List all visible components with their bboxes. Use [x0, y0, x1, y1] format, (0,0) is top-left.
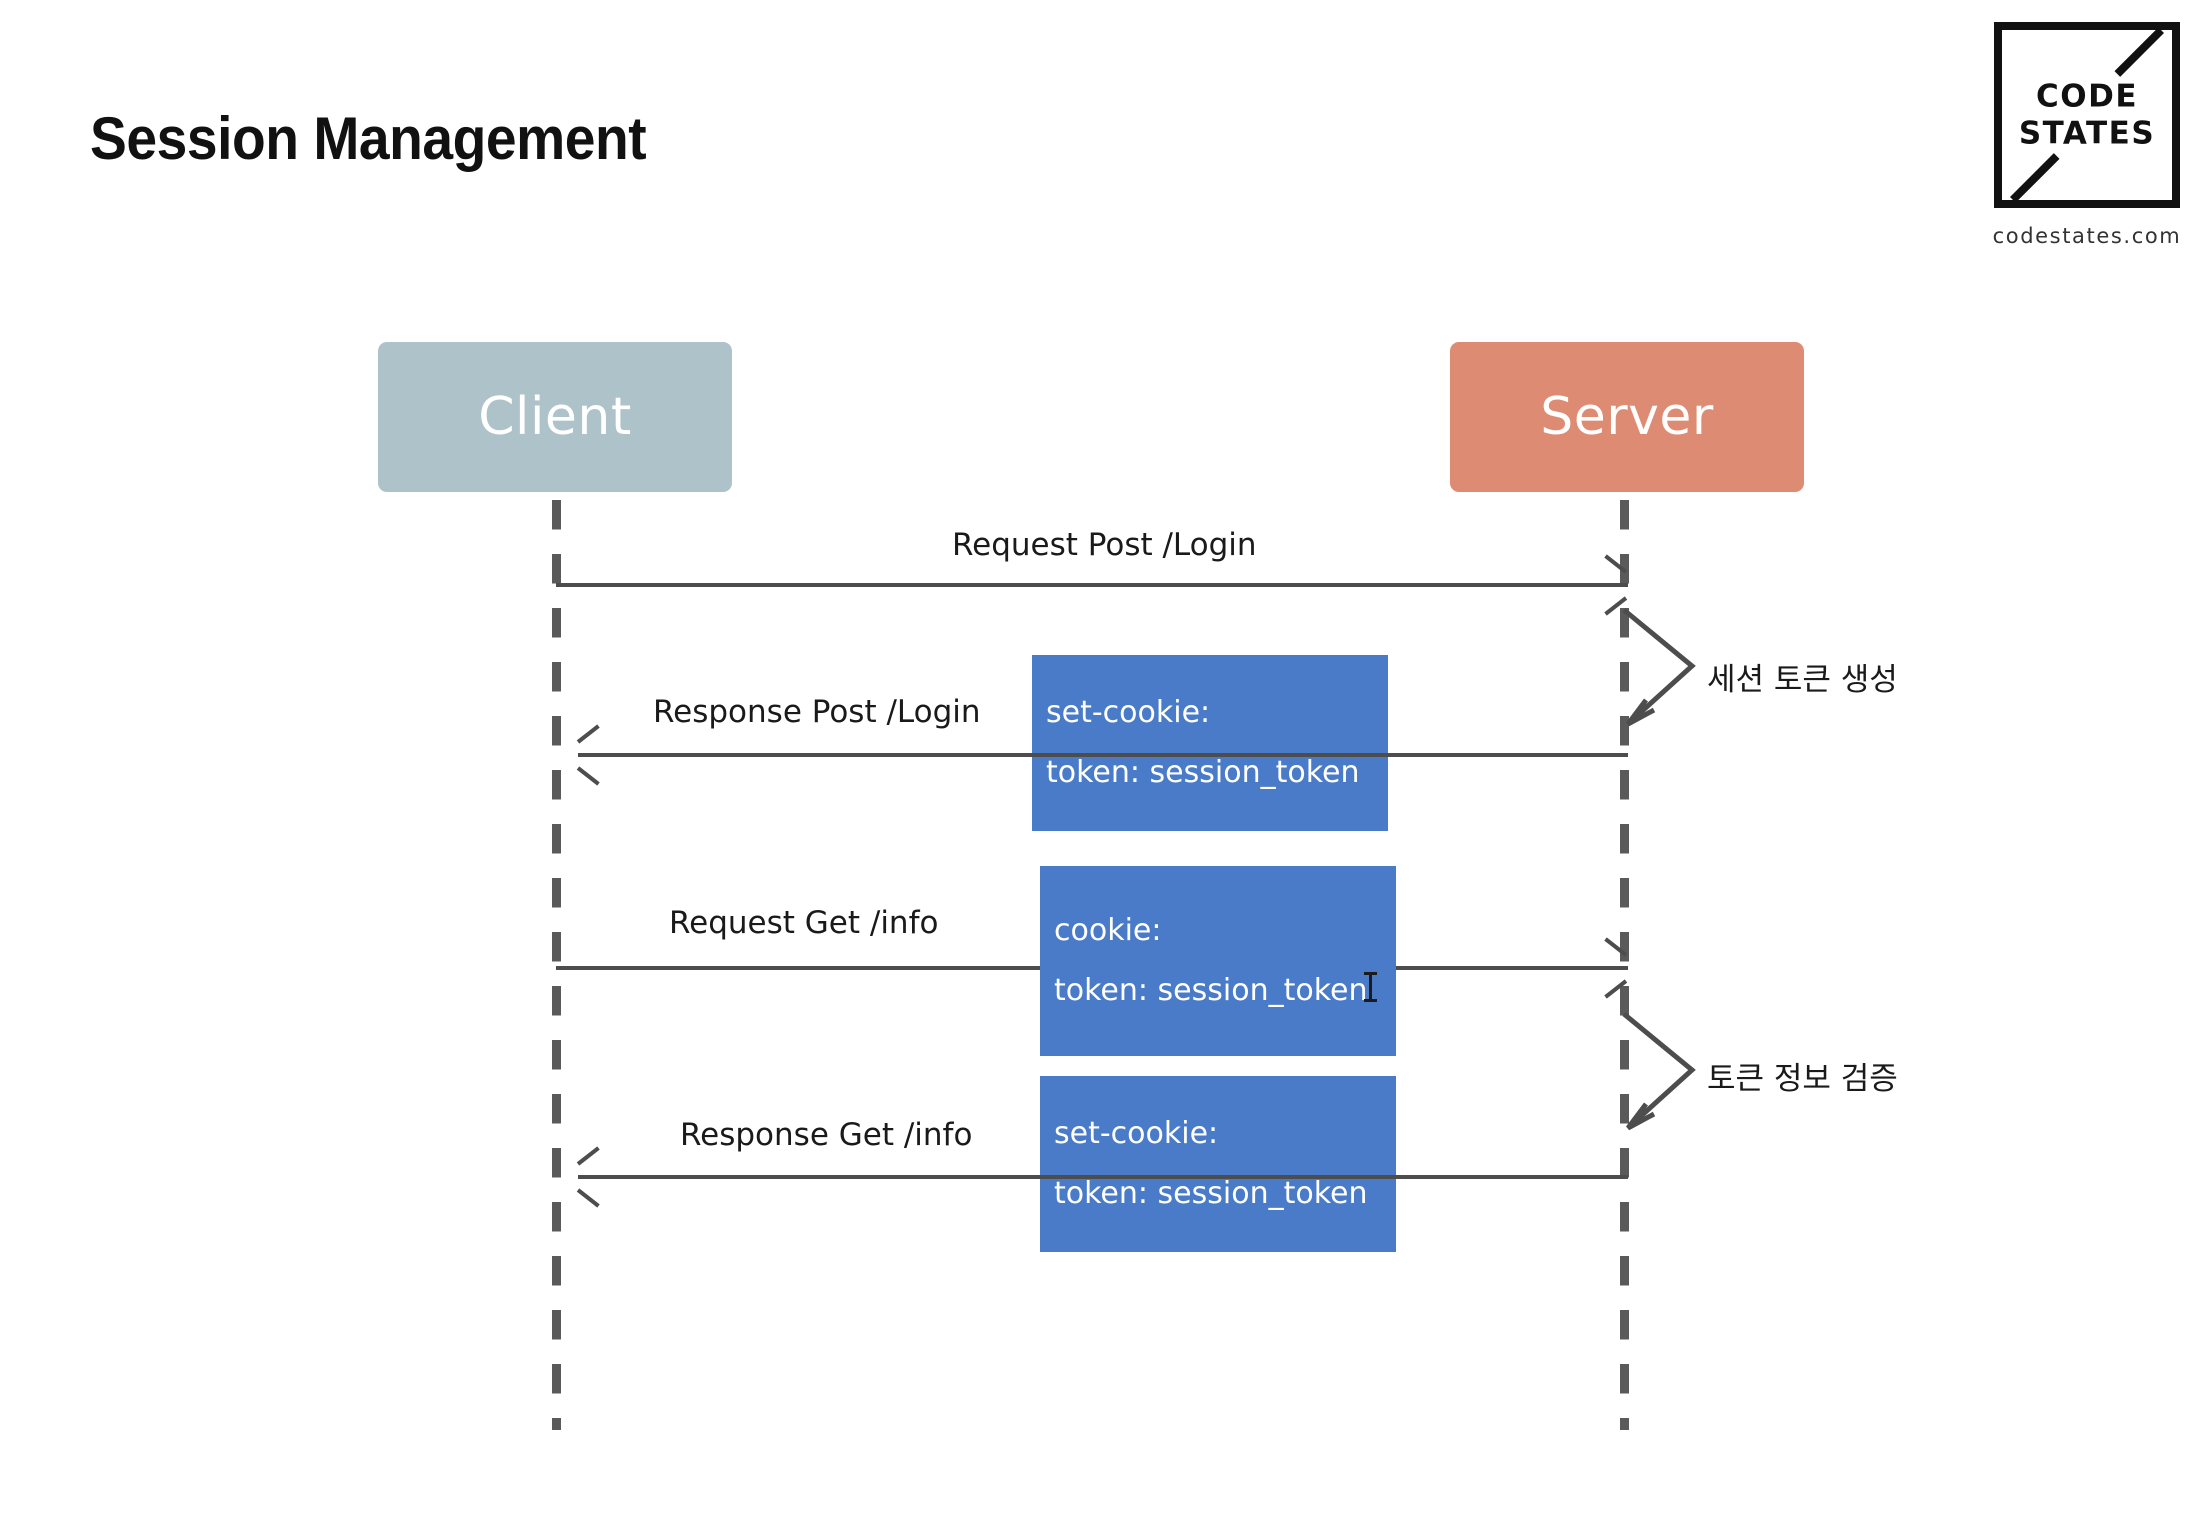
actor-client-label: Client: [478, 387, 632, 447]
arrowhead-left-4a: [576, 1146, 600, 1166]
actor-server-box: Server: [1450, 342, 1804, 492]
self-message-label-verify-token: 토큰 정보 검증: [1707, 1061, 1898, 1097]
note-box-set-cookie-3: set-cookie: token: session_token: [1040, 1076, 1396, 1252]
self-message-loop-create-token: [1620, 606, 1720, 730]
note-line-2a: cookie:: [1054, 913, 1162, 948]
note-line-3a: set-cookie:: [1054, 1116, 1219, 1151]
logo-wordmark: CODE STATES: [2002, 78, 2172, 151]
actor-client-box: Client: [378, 342, 732, 492]
message-label-request-get-info: Request Get /info: [669, 905, 939, 941]
note-line-1a: set-cookie:: [1046, 695, 1211, 730]
note-line-3b: token: session_token: [1054, 1176, 1368, 1211]
note-line-1b: token: session_token: [1046, 755, 1360, 790]
self-message-loop-verify-token: [1620, 1010, 1720, 1134]
message-label-request-post-login: Request Post /Login: [952, 527, 1257, 563]
logo-square-mark: CODE STATES: [1994, 22, 2180, 208]
note-box-cookie-2: cookie: token: session_token: [1040, 866, 1396, 1056]
self-message-label-create-token: 세션 토큰 생성: [1707, 662, 1898, 698]
arrowhead-left-2b: [576, 766, 600, 786]
message-label-response-post-login: Response Post /Login: [653, 694, 981, 730]
note-box-set-cookie-1: set-cookie: token: session_token: [1032, 655, 1388, 831]
arrowhead-left-4b: [576, 1188, 600, 1208]
logo-wordmark-line1: CODE: [2035, 78, 2138, 115]
codestates-logo: CODE STATES codestates.com: [1982, 22, 2192, 248]
page-title: Session Management: [90, 105, 647, 172]
message-arrow-request-post-login: [556, 583, 1628, 587]
message-label-response-get-info: Response Get /info: [680, 1117, 973, 1153]
lifeline-client: [552, 500, 561, 1430]
text-caret-icon: [1364, 972, 1377, 1002]
note-line-2b: token: session_token: [1054, 973, 1368, 1008]
arrowhead-left-2a: [576, 724, 600, 744]
logo-wordmark-line2: STATES: [2018, 115, 2156, 151]
message-arrow-response-get-info: [578, 1175, 1628, 1179]
message-arrow-response-post-login: [578, 753, 1628, 757]
lifeline-server: [1620, 500, 1629, 1430]
actor-server-label: Server: [1540, 387, 1714, 447]
logo-url-text: codestates.com: [1992, 224, 2182, 248]
